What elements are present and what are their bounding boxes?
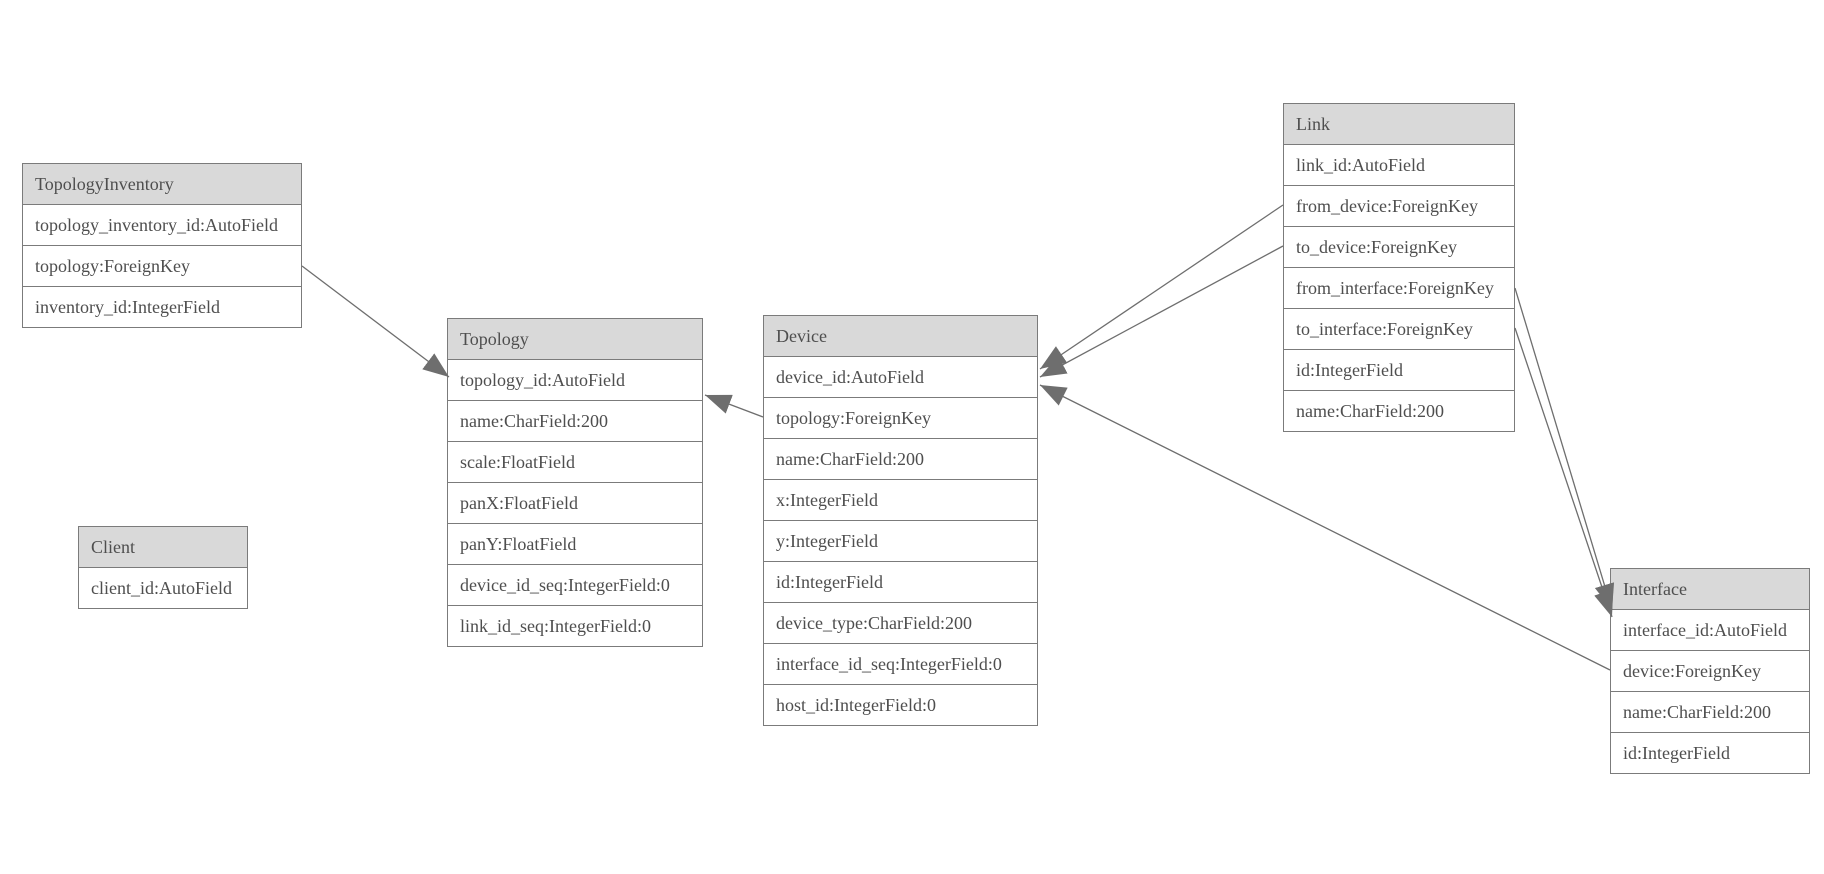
edge-link-tointerface-interface (1514, 327, 1614, 618)
table-row: id:IntegerField (1611, 733, 1809, 773)
edge-link-frominterface-interface (1514, 287, 1615, 611)
table-row: id:IntegerField (1284, 350, 1514, 391)
table-row: device_type:CharField:200 (764, 603, 1037, 644)
table-row: device_id:AutoField (764, 357, 1037, 398)
table-row: x:IntegerField (764, 480, 1037, 521)
table-row: name:CharField:200 (1611, 692, 1809, 733)
table-row: name:CharField:200 (448, 401, 702, 442)
table-row: from_device:ForeignKey (1284, 186, 1514, 227)
edge-device-topology (704, 394, 764, 418)
table-row: interface_id_seq:IntegerField:0 (764, 644, 1037, 685)
table-row: name:CharField:200 (1284, 391, 1514, 431)
table-row: inventory_id:IntegerField (23, 287, 301, 327)
table-topology: Topology topology_id:AutoField name:Char… (447, 318, 703, 647)
table-header: TopologyInventory (23, 164, 301, 205)
table-topologyinventory: TopologyInventory topology_inventory_id:… (22, 163, 302, 328)
table-header: Interface (1611, 569, 1809, 610)
table-row: topology_inventory_id:AutoField (23, 205, 301, 246)
table-header: Topology (448, 319, 702, 360)
table-row: topology:ForeignKey (23, 246, 301, 287)
table-row: topology:ForeignKey (764, 398, 1037, 439)
table-interface: Interface interface_id:AutoField device:… (1610, 568, 1810, 774)
table-row: from_interface:ForeignKey (1284, 268, 1514, 309)
table-row: link_id:AutoField (1284, 145, 1514, 186)
edge-topologyinventory-topology (301, 265, 450, 378)
table-header: Link (1284, 104, 1514, 145)
table-row: device_id_seq:IntegerField:0 (448, 565, 702, 606)
table-row: link_id_seq:IntegerField:0 (448, 606, 702, 646)
table-row: panX:FloatField (448, 483, 702, 524)
edge-link-todevice-device (1039, 245, 1284, 378)
table-link: Link link_id:AutoField from_device:Forei… (1283, 103, 1515, 432)
table-client: Client client_id:AutoField (78, 526, 248, 609)
table-row: device:ForeignKey (1611, 651, 1809, 692)
edge-link-fromdevice-device (1039, 204, 1284, 370)
table-device: Device device_id:AutoField topology:Fore… (763, 315, 1038, 726)
table-row: to_device:ForeignKey (1284, 227, 1514, 268)
table-header: Device (764, 316, 1037, 357)
table-row: client_id:AutoField (79, 568, 247, 608)
table-row: name:CharField:200 (764, 439, 1037, 480)
table-row: y:IntegerField (764, 521, 1037, 562)
table-row: id:IntegerField (764, 562, 1037, 603)
table-row: panY:FloatField (448, 524, 702, 565)
table-row: scale:FloatField (448, 442, 702, 483)
table-row: host_id:IntegerField:0 (764, 685, 1037, 725)
table-header: Client (79, 527, 247, 568)
table-row: to_interface:ForeignKey (1284, 309, 1514, 350)
table-row: topology_id:AutoField (448, 360, 702, 401)
table-row: interface_id:AutoField (1611, 610, 1809, 651)
